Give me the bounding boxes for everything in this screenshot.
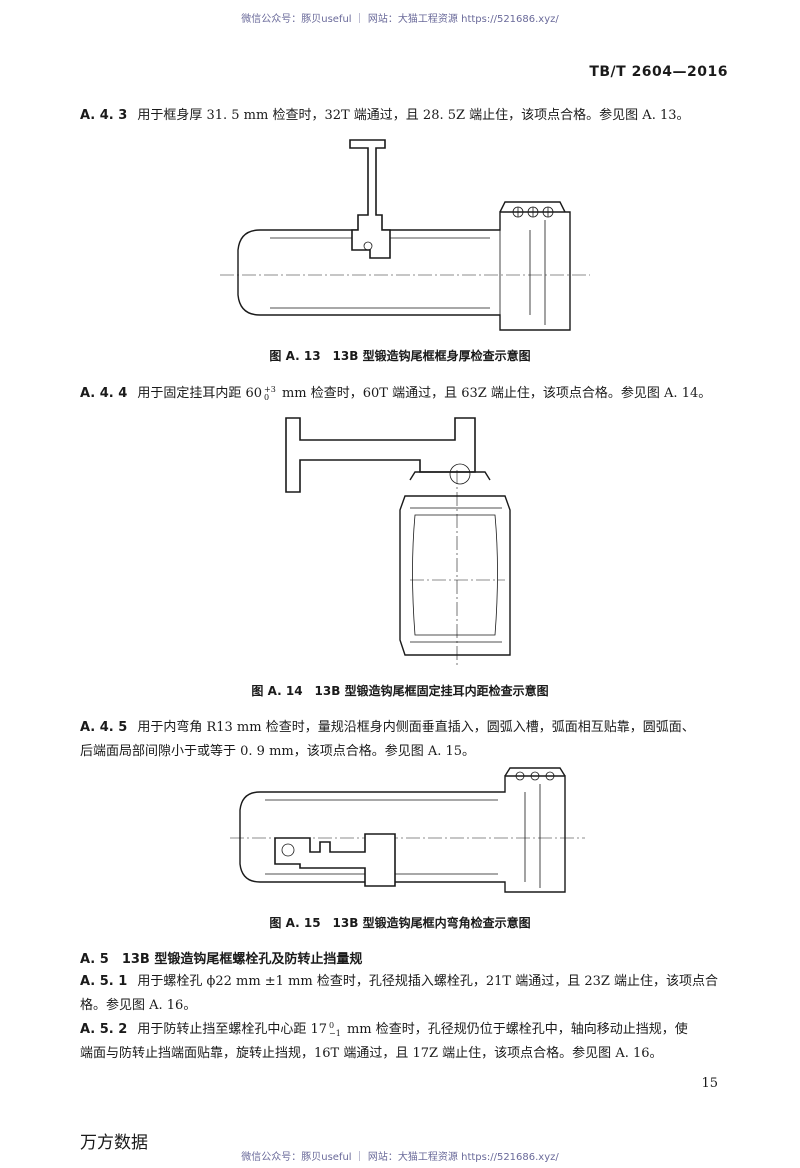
figure-a13-drawing <box>220 139 590 331</box>
clause-text: 用于防转止挡至螺栓孔中心距 17 <box>137 1022 328 1037</box>
figure-a15-caption: 图 A. 15 13B 型锻造钩尾框内弯角检查示意图 <box>269 916 531 930</box>
page-number: 15 <box>701 1076 718 1091</box>
frame-inner-lines <box>270 220 546 325</box>
figure-a14-caption: 图 A. 14 13B 型锻造钩尾框固定挂耳内距检查示意图 <box>251 684 549 698</box>
thickness-gauge <box>349 139 391 259</box>
ear-distance-gauge <box>285 417 476 493</box>
frame-outline <box>239 775 566 893</box>
figure-a13-caption: 图 A. 13 13B 型锻造钩尾框框身厚检查示意图 <box>269 349 531 363</box>
frame-outline <box>237 211 571 331</box>
clause-text-cont: mm 检查时，孔径规仍位于螺栓孔中，轴向移动止挡规，使 <box>342 1022 688 1037</box>
bottom-watermark: 微信公众号：豚贝useful ｜ 网站：大猫工程资源 https://52168… <box>241 1152 559 1163</box>
clause-text-cont: mm 检查时，60T 端通过，且 63Z 端止住，该项点合格。参见图 A. 14… <box>277 386 712 401</box>
clause-number: A. 4. 4 <box>80 386 128 401</box>
clause-text: 用于固定挂耳内距 60 <box>137 386 263 401</box>
clause-text-cont: 后端面局部间隙小于或等于 0. 9 mm，该项点合格。参见图 A. 15。 <box>80 744 476 759</box>
clause-text: 用于内弯角 R13 mm 检查时，量规沿框身内侧面垂直插入，圆弧入槽，弧面相互贴… <box>137 720 695 735</box>
section-number: A. 5 <box>80 952 109 967</box>
section-title: 13B 型锻造钩尾框螺栓孔及防转止挡量规 <box>121 952 363 967</box>
section-a5: A. 5 13B 型锻造钩尾框螺栓孔及防转止挡量规 <box>80 948 362 967</box>
clause-number: A. 5. 2 <box>80 1022 128 1037</box>
tolerance: 0−1 <box>329 1020 341 1038</box>
inner-angle-gauge <box>274 833 396 887</box>
clause-a443: A. 4. 3 用于框身厚 31. 5 mm 检查时，32T 端通过，且 28. … <box>80 104 740 128</box>
clause-number: A. 5. 1 <box>80 974 128 989</box>
brand-mark: 万方数据 <box>80 1133 148 1153</box>
figure-a15-drawing <box>230 767 585 893</box>
yoke-top <box>499 201 566 213</box>
top-watermark: 微信公众号：豚贝useful ｜ 网站：大猫工程资源 https://52168… <box>241 14 559 25</box>
clause-text: 用于框身厚 31. 5 mm 检查时，32T 端通过，且 28. 5Z 端止住，… <box>137 108 690 123</box>
clause-a445: A. 4. 5 用于内弯角 R13 mm 检查时，量规沿框身内侧面垂直插入，圆弧入… <box>80 716 740 764</box>
clause-number: A. 4. 5 <box>80 720 128 735</box>
frame-outline <box>399 495 511 656</box>
clause-text-line2: 端面与防转止挡端面贴靠，旋转止挡规，16T 端通过，且 17Z 端止住，该项点合… <box>80 1046 663 1061</box>
frame-window <box>412 514 498 636</box>
clause-a51: A. 5. 1 用于螺栓孔 ϕ22 mm ±1 mm 检查时，孔径规插入螺栓孔，2… <box>80 970 740 1018</box>
clause-number: A. 4. 3 <box>80 108 128 123</box>
clause-text: 用于螺栓孔 ϕ22 mm ±1 mm 检查时，孔径规插入螺栓孔，21T 端通过，… <box>137 974 719 989</box>
standard-code: TB/T 2604—2016 <box>589 64 728 80</box>
figure-a14-drawing <box>285 417 511 665</box>
clause-text-cont: 格。参见图 A. 16。 <box>80 998 197 1013</box>
bolt-hole-crosses <box>513 207 553 217</box>
